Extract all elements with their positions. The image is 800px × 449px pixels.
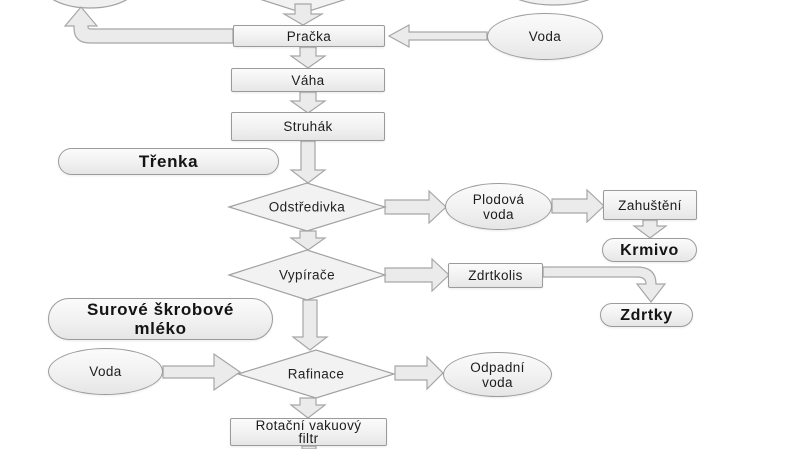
node-pracka: Pračka [233, 25, 385, 47]
cutoff-ellipse-top-left [52, 0, 128, 9]
diamond-rafinace [235, 349, 397, 399]
node-voda-bottom: Voda [48, 348, 163, 395]
node-zdrtky: Zdrtky [600, 303, 693, 327]
arrow-filtr-down-stub [301, 445, 317, 449]
label-trenka: Třenka [58, 148, 279, 175]
node-voda-top-label: Voda [528, 29, 562, 44]
node-zdrtky-label: Zdrtky [620, 306, 673, 324]
arrow-zahusteni-to-krmivo [632, 219, 668, 239]
cutoff-ellipse-top-right [518, 0, 590, 6]
label-surove-mleko-line2: mléko [134, 319, 187, 338]
arrow-struhak-to-odstredivka [289, 140, 327, 184]
diamond-odstredivka [226, 182, 388, 232]
label-surove-mleko-line1: Surové škrobové [87, 300, 234, 319]
arrow-vaha-to-struhak [289, 91, 327, 114]
arrow-rafinace-to-odpadni [394, 355, 444, 391]
node-krmivo: Krmivo [602, 238, 697, 262]
node-plodova-voda: Plodová voda [445, 183, 552, 230]
node-plodova-voda-line2: voda [483, 206, 514, 222]
label-trenka-text: Třenka [138, 152, 199, 171]
arrow-voda-to-pracka [387, 23, 488, 49]
arrow-odstredivka-to-plodova [384, 189, 447, 225]
node-struhak: Struhák [231, 112, 385, 141]
node-zahusteni: Zahuštění [603, 190, 697, 220]
node-vaha: Váha [231, 68, 385, 92]
node-zahusteni-label: Zahuštění [618, 197, 682, 213]
node-pracka-label: Pračka [286, 28, 332, 44]
node-rotacni-filtr: Rotační vakuový filtr [230, 418, 387, 446]
label-surove-mleko: Surové škrobové mléko [48, 298, 273, 340]
node-struhak-label: Struhák [283, 119, 333, 134]
arrow-vypirace-to-zdrtkolis [384, 257, 450, 293]
arrow-voda-to-rafinace [162, 352, 242, 392]
node-vaha-label: Váha [291, 72, 325, 88]
arrow-zdrtkolis-to-zdrtky [542, 266, 667, 303]
node-zdrtkolis: Zdrtkolis [448, 263, 543, 288]
node-odpadni-voda-line1: Odpadní [470, 359, 525, 375]
node-rotacni-filtr-line2: filtr [298, 431, 319, 446]
node-rotacni-filtr-line1: Rotační vakuový [255, 418, 362, 433]
arrow-top-to-pracka [281, 3, 325, 26]
node-zdrtkolis-label: Zdrtkolis [468, 268, 523, 283]
node-voda-top: Voda [487, 13, 603, 60]
diamond-vypirace [227, 249, 387, 301]
node-vypirace-label: Vypírače [279, 267, 335, 283]
arrow-rafinace-to-filtr [289, 397, 327, 419]
arrow-vypirace-to-rafinace [291, 299, 329, 351]
arrow-pracka-to-vaha [289, 46, 327, 69]
arrow-pracka-recycle-up [63, 6, 234, 44]
node-odstredivka-label: Odstředivka [268, 199, 346, 215]
arrow-odstredivka-to-vypirace [289, 230, 327, 251]
node-odpadni-voda-line2: voda [482, 374, 513, 390]
node-odpadni-voda: Odpadní voda [443, 352, 552, 397]
node-rafinace-label: Rafinace [287, 366, 345, 382]
arrow-plodova-to-zahusteni [551, 188, 605, 224]
node-krmivo-label: Krmivo [620, 241, 679, 259]
node-voda-bottom-label: Voda [89, 364, 122, 379]
node-plodova-voda-line1: Plodová [472, 191, 525, 207]
